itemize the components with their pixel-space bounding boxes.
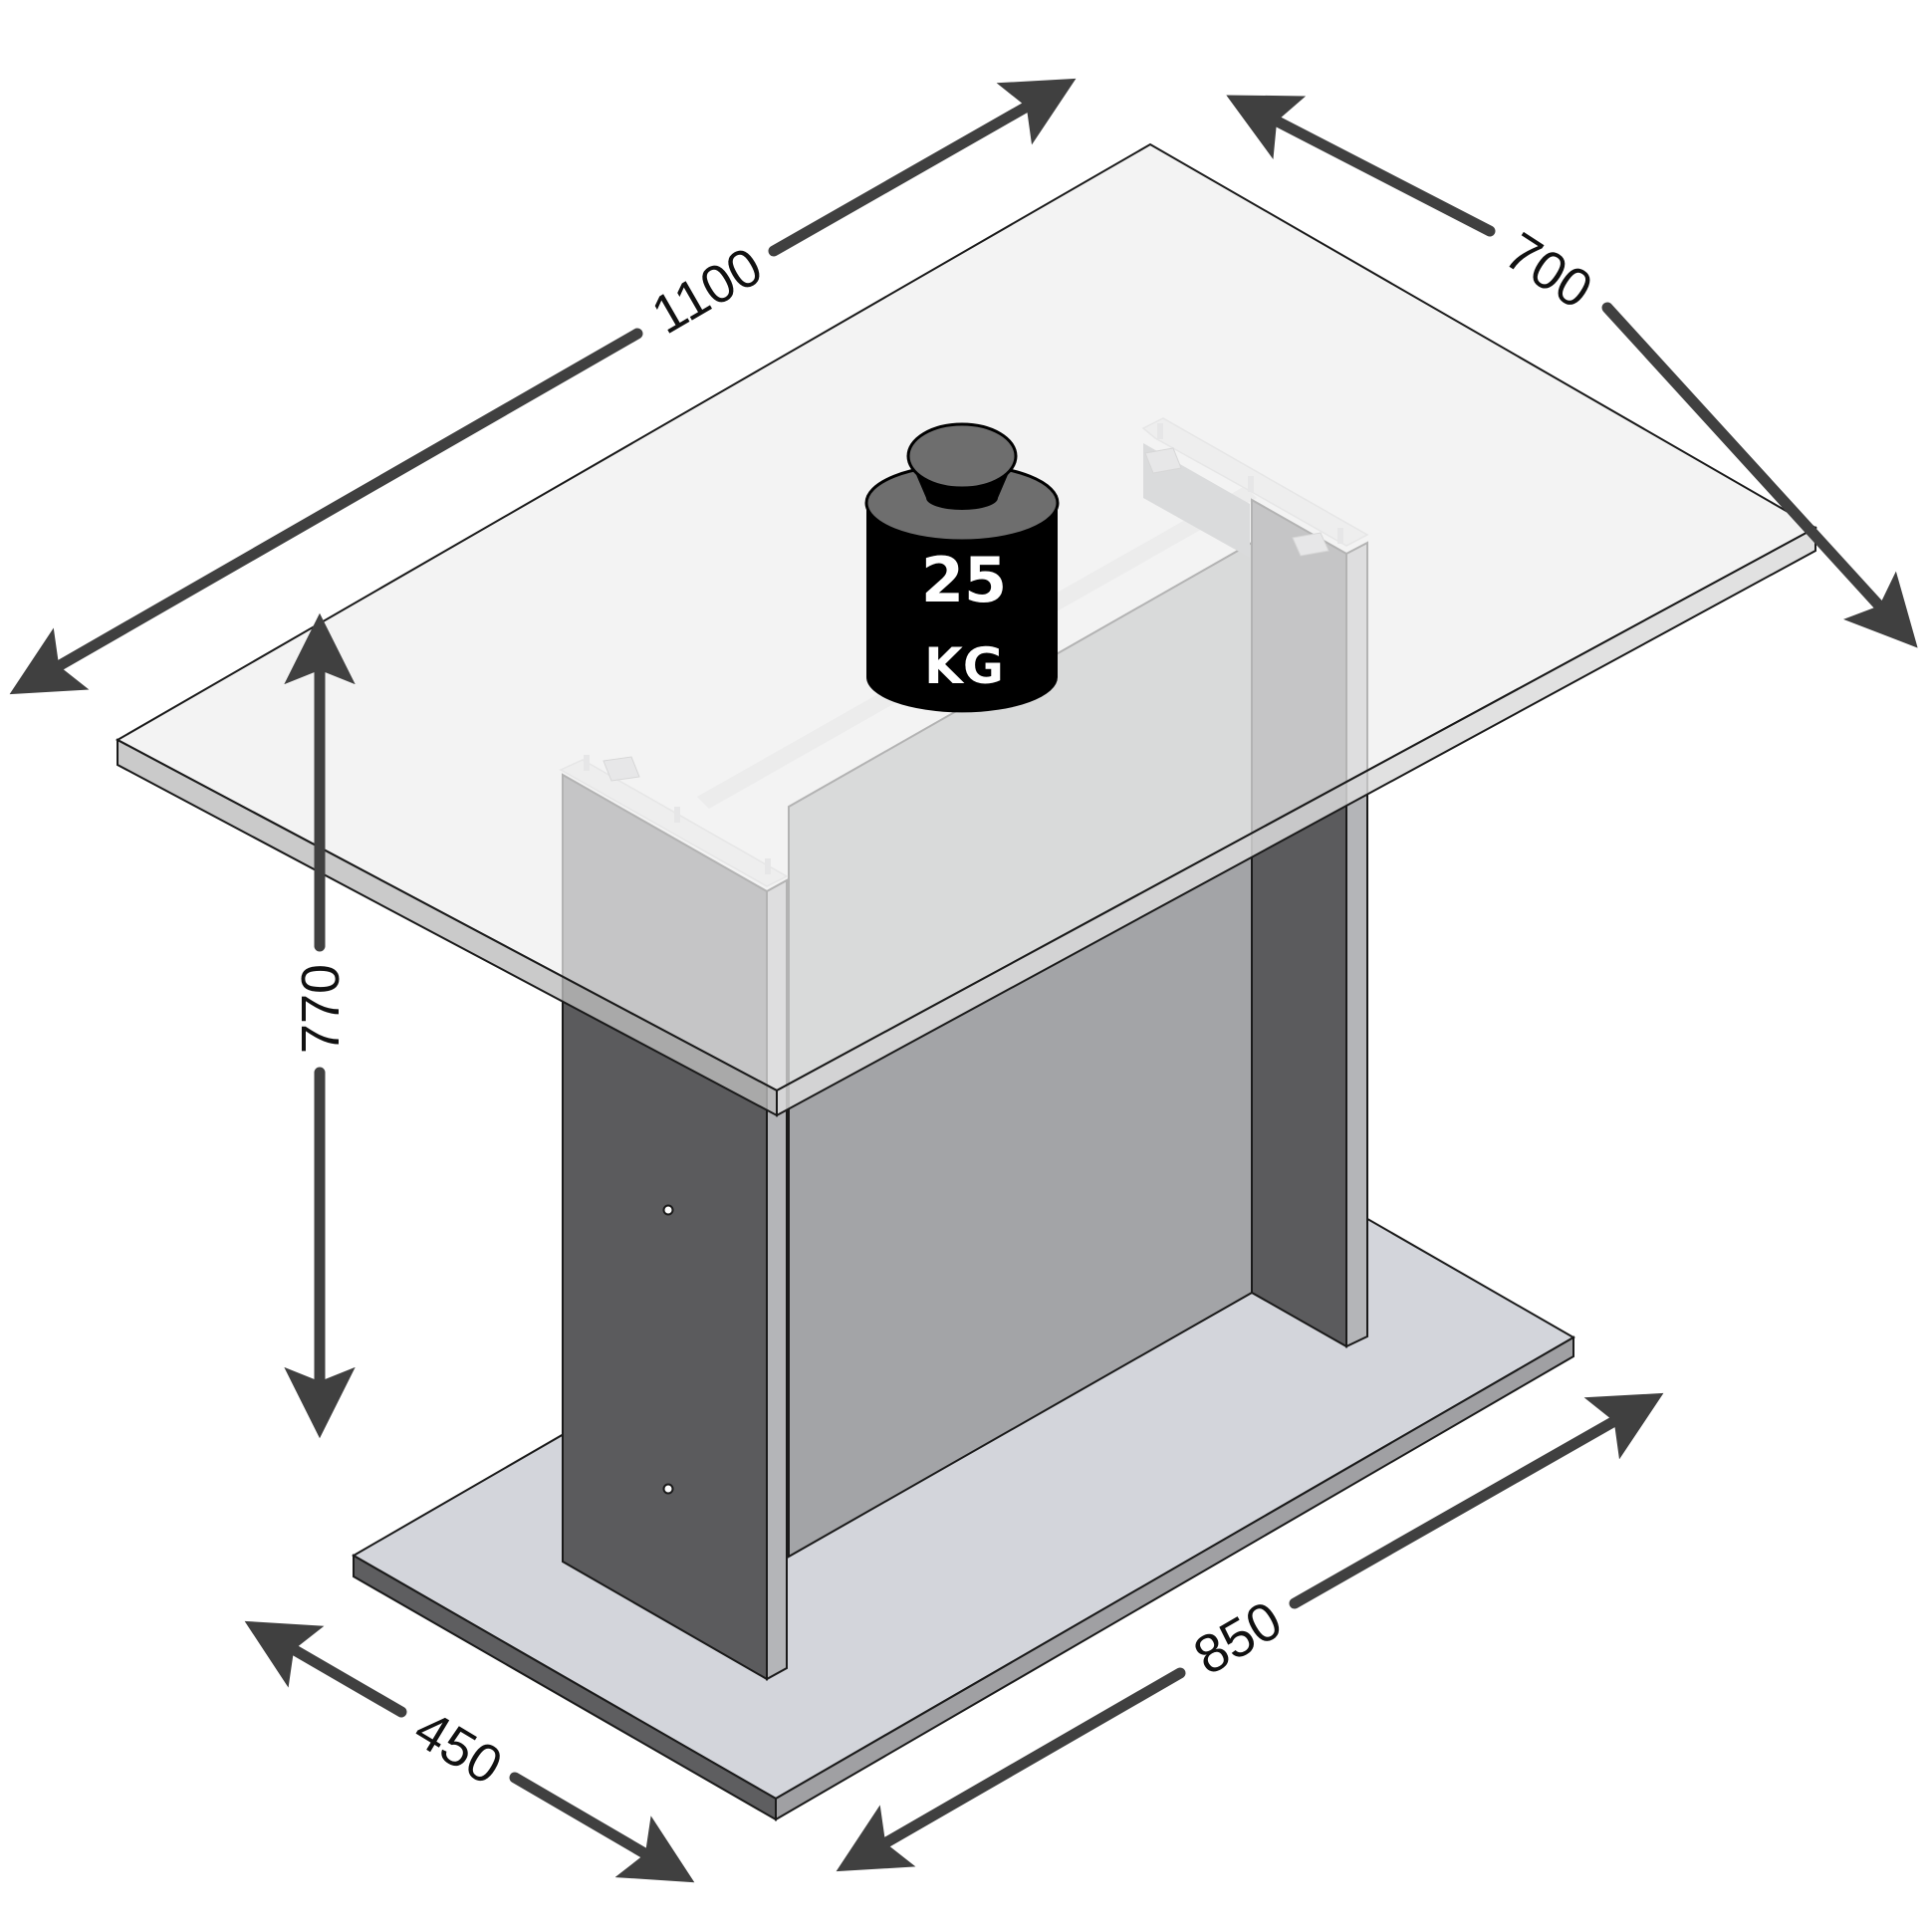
dimension-label-width: 700 bbox=[1495, 221, 1602, 320]
screw-hole bbox=[662, 1204, 674, 1216]
dimension-arrow-line bbox=[244, 1620, 407, 1718]
dimension-label-base-length: 850 bbox=[1184, 1589, 1292, 1686]
dimension-arrow-line bbox=[9, 328, 643, 695]
dimension-height: 770 bbox=[284, 612, 356, 1439]
dimension-label-height: 770 bbox=[291, 964, 351, 1054]
weight-value: 25 bbox=[921, 544, 1007, 616]
dimension-label-length: 1100 bbox=[642, 236, 773, 346]
weight-unit: KG bbox=[924, 637, 1004, 695]
base-plate-edge-right bbox=[775, 1335, 1574, 1821]
screw-hole bbox=[662, 1483, 674, 1495]
dimension-arrow-line bbox=[1601, 302, 1918, 648]
dimension-arrow-line bbox=[768, 78, 1077, 257]
dimension-label-base-width: 450 bbox=[404, 1699, 512, 1797]
dimension-arrow-line bbox=[509, 1772, 695, 1883]
dimension-arrow-line bbox=[1226, 95, 1496, 237]
tabletop-edge-right bbox=[776, 526, 1816, 1117]
dimension-arrow-line bbox=[1289, 1392, 1664, 1609]
weight-icon: 25 KG bbox=[864, 422, 1060, 713]
dimension-arrow-line bbox=[836, 1667, 1186, 1872]
